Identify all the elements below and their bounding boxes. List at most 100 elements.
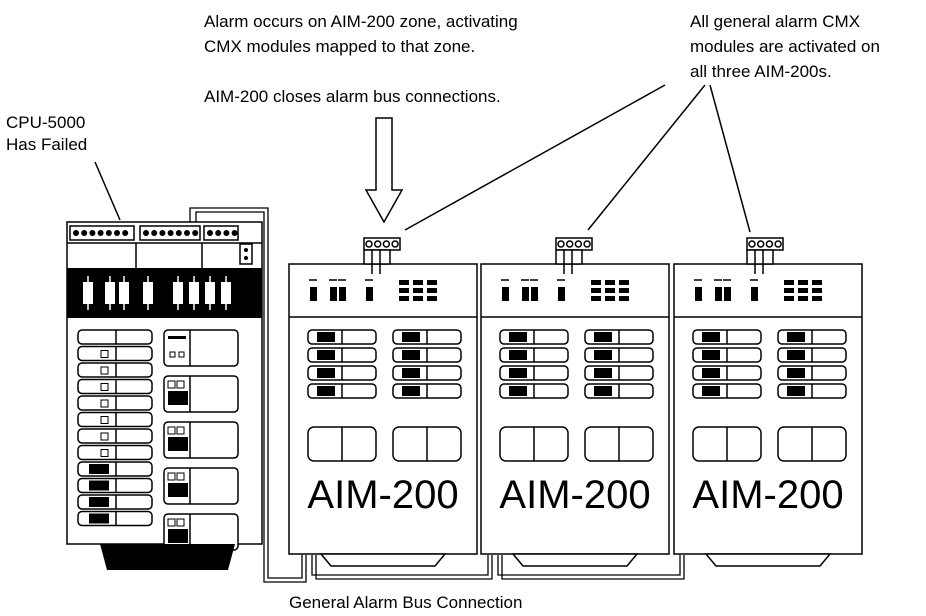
cpu-label-line2: Has Failed bbox=[6, 135, 87, 154]
indicator-icon bbox=[605, 296, 615, 301]
indicator-icon bbox=[100, 399, 109, 408]
indicator-icon bbox=[591, 280, 601, 285]
led-icon bbox=[509, 386, 527, 396]
cpu-slot bbox=[77, 428, 153, 444]
indicator-icon bbox=[413, 296, 423, 301]
cpu-slot bbox=[77, 329, 153, 345]
indicator-icon bbox=[591, 296, 601, 301]
bus-close-label: AIM-200 closes alarm bus connections. bbox=[204, 87, 501, 106]
aim-200-label: AIM-200 bbox=[692, 473, 843, 517]
down-arrow-icon bbox=[364, 117, 404, 224]
led-icon bbox=[702, 332, 720, 342]
led-icon bbox=[787, 368, 805, 378]
indicator-icon bbox=[605, 280, 615, 285]
aim-200-body bbox=[288, 263, 478, 555]
terminal-screw-icon bbox=[167, 230, 174, 236]
alarm-label-line1: Alarm occurs on AIM-200 zone, activating bbox=[204, 12, 518, 31]
indicator-icon bbox=[724, 287, 731, 301]
led-icon bbox=[317, 332, 335, 342]
indicator-icon bbox=[619, 288, 629, 293]
indicator-icon bbox=[531, 287, 538, 301]
indicator-icon bbox=[167, 518, 176, 527]
terminal-screw-icon bbox=[748, 240, 756, 248]
led-icon bbox=[89, 513, 109, 524]
indicator-icon bbox=[812, 296, 822, 301]
aim-200-module: AIM-200 bbox=[288, 237, 478, 567]
led-icon bbox=[787, 386, 805, 396]
indicator-icon bbox=[100, 350, 109, 358]
terminal-screw-icon bbox=[207, 230, 213, 236]
led-icon bbox=[168, 391, 188, 405]
led-icon bbox=[594, 386, 612, 396]
cpu-slot bbox=[77, 395, 153, 411]
led-icon bbox=[594, 368, 612, 378]
indicator-icon bbox=[413, 280, 423, 285]
general-label-line1: All general alarm CMX bbox=[690, 12, 860, 31]
indicator-icon bbox=[100, 432, 109, 441]
terminal-screw-icon bbox=[223, 230, 230, 236]
module-base bbox=[319, 553, 447, 567]
aim-200-module: AIM-200 bbox=[480, 237, 670, 567]
indicator-icon bbox=[619, 280, 629, 285]
led-icon bbox=[89, 464, 109, 474]
indicator-icon bbox=[413, 288, 423, 293]
indicator-icon bbox=[812, 288, 822, 293]
terminal-screw-icon bbox=[574, 240, 583, 248]
indicator-icon bbox=[798, 280, 808, 285]
indicator-icon bbox=[427, 280, 437, 285]
indicator-icon bbox=[330, 287, 337, 301]
terminal-screw-icon bbox=[382, 240, 391, 248]
indicator-icon bbox=[169, 351, 176, 358]
led-icon bbox=[402, 332, 420, 342]
indicator-icon bbox=[502, 287, 509, 301]
indicator-icon bbox=[695, 287, 702, 301]
led-icon bbox=[317, 386, 335, 396]
terminal-screw-icon bbox=[557, 240, 565, 248]
terminal-screw-icon bbox=[215, 230, 222, 236]
led-icon bbox=[402, 386, 420, 396]
terminal-screw-icon bbox=[231, 230, 238, 236]
terminal-screw-icon bbox=[122, 230, 129, 236]
module-base bbox=[511, 553, 639, 567]
general-label-line2: modules are activated on bbox=[690, 37, 880, 56]
module-base bbox=[704, 553, 832, 567]
indicator-icon bbox=[176, 426, 185, 435]
led-icon bbox=[402, 368, 420, 378]
led-icon bbox=[89, 480, 109, 491]
led-icon bbox=[509, 368, 527, 378]
terminal-screw-icon bbox=[373, 240, 382, 248]
led-icon bbox=[168, 529, 188, 543]
terminal-screw-icon bbox=[151, 230, 158, 236]
indicator-icon bbox=[751, 287, 758, 301]
indicator-icon bbox=[366, 287, 373, 301]
alarm-label-line2: CMX modules mapped to that zone. bbox=[204, 37, 475, 56]
led-icon bbox=[317, 368, 335, 378]
indicator-icon bbox=[591, 288, 601, 293]
indicator-icon bbox=[100, 383, 109, 391]
indicator-icon bbox=[167, 380, 176, 389]
cpu-slot bbox=[77, 411, 153, 428]
terminal-screw-icon bbox=[765, 240, 774, 248]
terminal-screw-icon bbox=[391, 240, 399, 248]
terminal-screw-icon bbox=[81, 230, 88, 236]
indicator-icon bbox=[798, 288, 808, 293]
terminal-screw-icon bbox=[73, 230, 79, 236]
terminal-screw-icon bbox=[143, 230, 149, 236]
cpu-slot bbox=[77, 362, 153, 378]
aim-200-label: AIM-200 bbox=[307, 473, 458, 517]
led-icon bbox=[402, 350, 420, 360]
indicator-icon bbox=[399, 280, 409, 285]
pointer-line-2 bbox=[587, 84, 706, 231]
indicator-icon bbox=[176, 380, 185, 389]
cpu-slot bbox=[77, 378, 153, 395]
terminal-screw-icon bbox=[105, 230, 112, 236]
led-icon bbox=[509, 332, 527, 342]
aim-200-module: AIM-200 bbox=[673, 237, 863, 567]
indicator-icon bbox=[399, 288, 409, 293]
terminal-screw-icon bbox=[114, 230, 120, 236]
indicator-icon bbox=[310, 287, 317, 301]
led-icon bbox=[317, 350, 335, 360]
terminal-screw-icon bbox=[175, 230, 182, 236]
indicator-icon bbox=[100, 416, 109, 424]
